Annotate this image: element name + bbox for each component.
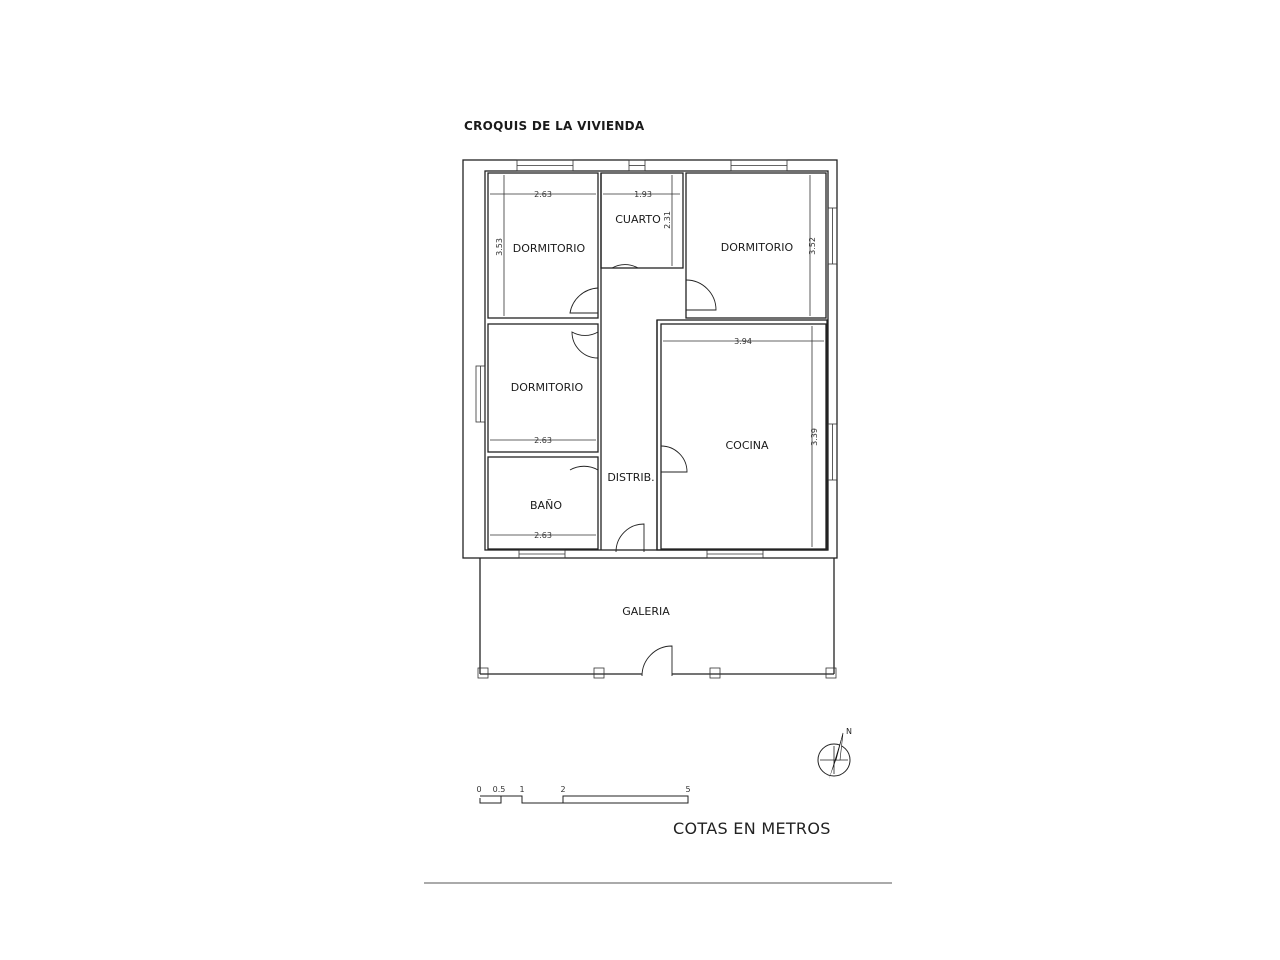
units-caption: COTAS EN METROS xyxy=(673,819,831,838)
dimension-lines xyxy=(490,175,824,547)
dim-cuarto-width: 1.93 xyxy=(634,190,652,199)
svg-text:N: N xyxy=(846,727,852,736)
windows xyxy=(475,159,838,559)
room-label-distrib: DISTRIB. xyxy=(607,471,654,484)
plan-title: CROQUIS DE LA VIVIENDA xyxy=(464,119,645,133)
room-label-dormitorio-1: DORMITORIO xyxy=(513,242,586,255)
scale-tick-2: 2 xyxy=(560,785,565,794)
dim-cocina-height: 3.39 xyxy=(810,428,819,446)
room-label-dormitorio-3: DORMITORIO xyxy=(511,381,584,394)
room-label-cocina: COCINA xyxy=(725,439,768,452)
scale-bar xyxy=(479,795,689,804)
room-label-dormitorio-2: DORMITORIO xyxy=(721,241,794,254)
scale-tick-1: 1 xyxy=(519,785,524,794)
scale-tick-0: 0 xyxy=(476,785,481,794)
room-label-galeria: GALERIA xyxy=(622,605,670,618)
dim-dorm1-width: 2.63 xyxy=(534,190,552,199)
dim-dorm1-height: 3.53 xyxy=(495,238,504,256)
dim-cuarto-height: 2.31 xyxy=(663,211,672,229)
interior-walls xyxy=(487,172,828,551)
room-label-bano: BAÑO xyxy=(530,499,562,512)
dim-bano-width: 2.63 xyxy=(534,531,552,540)
dim-dorm3-width: 2.63 xyxy=(534,436,552,445)
compass-icon: N xyxy=(817,727,852,779)
room-label-cuarto: CUARTO xyxy=(615,213,661,226)
doors xyxy=(569,264,717,677)
dim-dorm2-height: 3.52 xyxy=(808,237,817,255)
scale-tick-5: 5 xyxy=(685,785,690,794)
scale-tick-0-5: 0.5 xyxy=(493,785,506,794)
galeria-outline xyxy=(477,558,837,679)
dim-cocina-width: 3.94 xyxy=(734,337,752,346)
